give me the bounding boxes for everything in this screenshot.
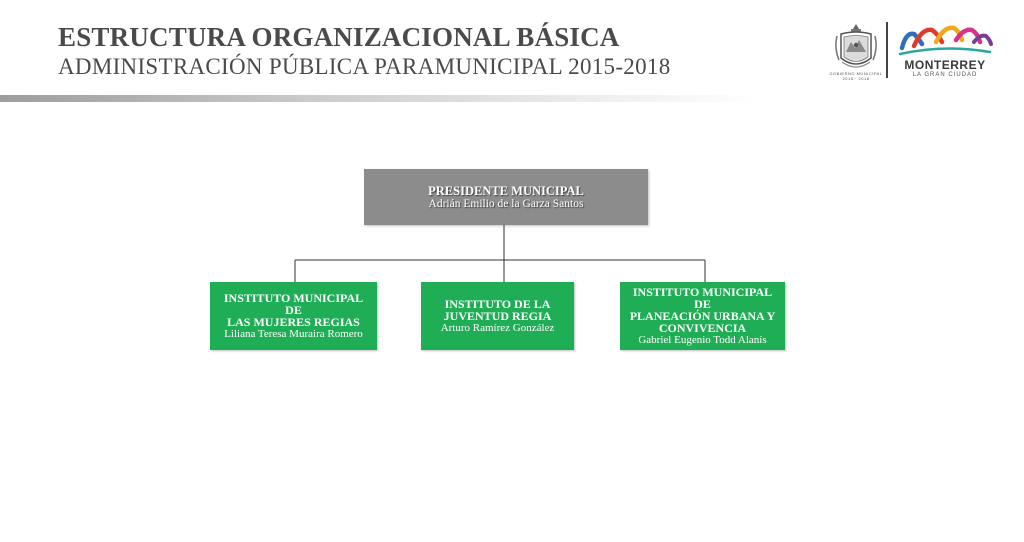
org-node-planeacion-urbana: INSTITUTO MUNICIPAL DE PLANEACIÓN URBANA… — [620, 282, 785, 350]
node-role: PRESIDENTE MUNICIPAL — [428, 183, 584, 198]
node-role-line: JUVENTUD REGIA — [443, 309, 552, 323]
logo-divider — [886, 22, 888, 78]
municipal-seal-logo — [835, 24, 877, 68]
node-person: Liliana Teresa Muraira Romero — [224, 328, 363, 340]
node-role-line: CONVIVENCIA — [658, 321, 747, 335]
brand-tagline: LA GRAN CIUDAD — [912, 72, 978, 78]
brand-name: MONTERREY — [904, 58, 986, 72]
node-person: Arturo Ramírez González — [440, 322, 555, 334]
node-role-line: INSTITUTO MUNICIPAL DE — [223, 291, 364, 317]
node-role-line: LAS MUJERES REGIAS — [227, 315, 360, 329]
org-node-mujeres-regias: INSTITUTO MUNICIPAL DE LAS MUJERES REGIA… — [210, 282, 377, 350]
header-divider-bar — [0, 95, 760, 102]
org-node-juventud-regia: INSTITUTO DE LA JUVENTUD REGIA Arturo Ra… — [421, 282, 574, 350]
node-role-line: PLANEACIÓN URBANA Y — [629, 309, 776, 323]
org-node-presidente-municipal: PRESIDENTE MUNICIPAL Adrián Emilio de la… — [364, 169, 648, 225]
node-role-line: INSTITUTO DE LA — [444, 297, 551, 311]
node-person: Gabriel Eugenio Todd Alanís — [638, 334, 767, 346]
page-subtitle: ADMINISTRACIÓN PÚBLICA PARAMUNICIPAL 201… — [58, 54, 671, 79]
node-role-line: INSTITUTO MUNICIPAL DE — [632, 285, 773, 311]
page-title: ESTRUCTURA ORGANIZACIONAL BÁSICA — [58, 22, 620, 52]
monterrey-mountains-icon — [898, 25, 993, 56]
node-person: Adrián Emilio de la Garza Santos — [428, 197, 584, 210]
seal-caption: GOBIERNO MUNICIPAL 2015 · 2018 — [829, 71, 883, 81]
